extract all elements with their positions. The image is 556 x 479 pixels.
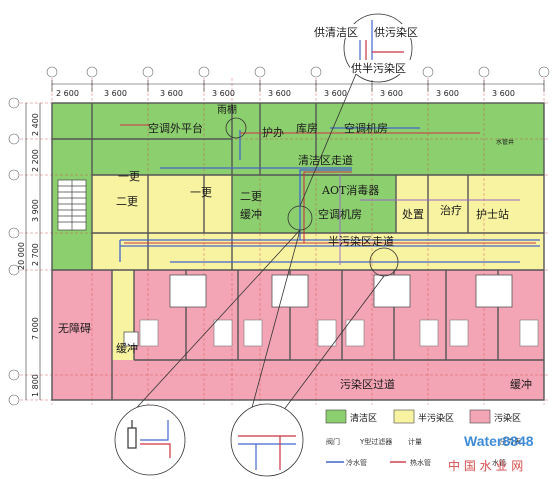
room-treatment: 治疗 [440, 203, 462, 217]
room-aot: AOT消毒器 [321, 183, 379, 197]
room-pipe-well: 水管井 [496, 138, 514, 146]
legend-dirty-label: 污染区 [494, 412, 521, 424]
legend-swatch-dirty [469, 409, 491, 424]
label-semi-supply: 供半污染区 [351, 61, 406, 75]
dim-col-3: 3 600 [160, 89, 183, 98]
room-accessible: 无障碍 [58, 321, 91, 335]
dim-col-6: 3 600 [324, 89, 347, 98]
clean-zone-center [232, 175, 396, 233]
room-clean-corridor: 清洁区走道 [298, 153, 353, 167]
room-nursing: 护办 [262, 125, 284, 139]
room-storage: 库房 [296, 122, 318, 135]
room-canopy: 雨棚 [217, 103, 237, 116]
legend-semi-label: 半污染区 [418, 412, 454, 424]
room-buffer-right: 缓冲 [510, 377, 532, 391]
dim-col-9: 3 600 [492, 89, 515, 98]
room-ac-mid: 空调机房 [318, 207, 362, 221]
stairwell [57, 179, 87, 231]
watermark: Water8848 中 国 水 业 网 [448, 433, 534, 473]
room-semi-corridor: 半污染区走道 [328, 234, 394, 248]
detail-pipes [127, 420, 296, 470]
legend: 清洁区 半污染区 污染区 阀门 Y型过滤器 计量 压力表 冷水管 热水管 水管 [325, 409, 521, 467]
legend-valve: 阀门 [326, 437, 340, 446]
dim-row-2: 2 200 [31, 149, 40, 172]
detail-circle-mid [230, 403, 304, 477]
room-ac-top: 空调机房 [344, 121, 388, 135]
room-ac-outdoor: 空调外平台 [148, 121, 203, 135]
dim-col-2: 3 600 [104, 89, 127, 98]
dim-row-1: 2 400 [31, 113, 40, 136]
legend-gauge: 压力表 [500, 437, 521, 446]
dim-row-4: 2 700 [31, 243, 40, 266]
watermark-brand: Water8848 [464, 433, 534, 449]
legend-swatch-semi [393, 409, 415, 424]
pipes-blue [119, 127, 540, 263]
legend-cold-pipe: 冷水管 [346, 458, 367, 467]
semi-zone-right [396, 175, 544, 233]
watermark-domain: 中 国 水 业 网 [448, 458, 523, 473]
legend-swatch-clean [325, 409, 347, 424]
room-change1b: 一更 [190, 186, 212, 199]
label-dirty-supply: 供污染区 [374, 25, 418, 39]
semi-zone-changes [92, 175, 232, 270]
zone-fills [52, 103, 544, 400]
semi-zone-corridor [232, 233, 544, 270]
legend-water-pipe: 水管 [492, 458, 506, 467]
dim-col-1: 2 600 [56, 89, 79, 98]
dimension-labels-top: 2 600 3 600 3 600 3 600 3 600 3 600 3 60… [56, 89, 515, 98]
room-buffer-mid: 缓冲 [240, 207, 262, 221]
legend-hot-pipe: 热水管 [410, 458, 431, 467]
legend-clean-label: 清洁区 [350, 412, 377, 424]
beds [139, 319, 539, 347]
dimension-line-left [25, 103, 41, 400]
pipes-red [120, 124, 536, 244]
room-disposal: 处置 [402, 208, 424, 221]
legend-meter: 计量 [408, 437, 422, 446]
dimension-line-top [51, 80, 545, 92]
room-labels: 雨棚 空调外平台 护办 库房 空调机房 水管井 清洁区走道 一更 一更 二更 二… [58, 103, 532, 391]
ward-bathrooms [123, 274, 513, 347]
room-nurse-station: 护士站 [476, 207, 509, 221]
dim-col-8: 3 600 [436, 89, 459, 98]
dim-row-6: 1 800 [31, 374, 40, 397]
dim-total: 20 000 [17, 242, 26, 270]
dim-row-5: 7 000 [31, 317, 40, 340]
label-clean-supply: 供清洁区 [314, 25, 358, 39]
dim-row-3: 3 900 [31, 199, 40, 222]
dim-col-7: 3 600 [380, 89, 403, 98]
legend-filter: Y型过滤器 [359, 437, 392, 446]
pipes-purple [339, 175, 520, 265]
dimension-labels-left: 2 400 2 200 3 900 2 700 7 000 1 800 20 0… [17, 113, 40, 397]
callout-top-labels: 供清洁区 供污染区 供半污染区 [314, 24, 426, 75]
walls [51, 102, 545, 401]
room-change2b: 二更 [240, 190, 262, 203]
room-buffer-left: 缓冲 [116, 341, 138, 355]
room-dirty-corridor: 污染区过道 [340, 377, 395, 391]
dim-col-5: 3 600 [268, 89, 291, 98]
dim-col-4: 3 600 [212, 89, 235, 98]
room-change2: 二更 [116, 195, 138, 208]
room-change1: 一更 [118, 170, 140, 183]
